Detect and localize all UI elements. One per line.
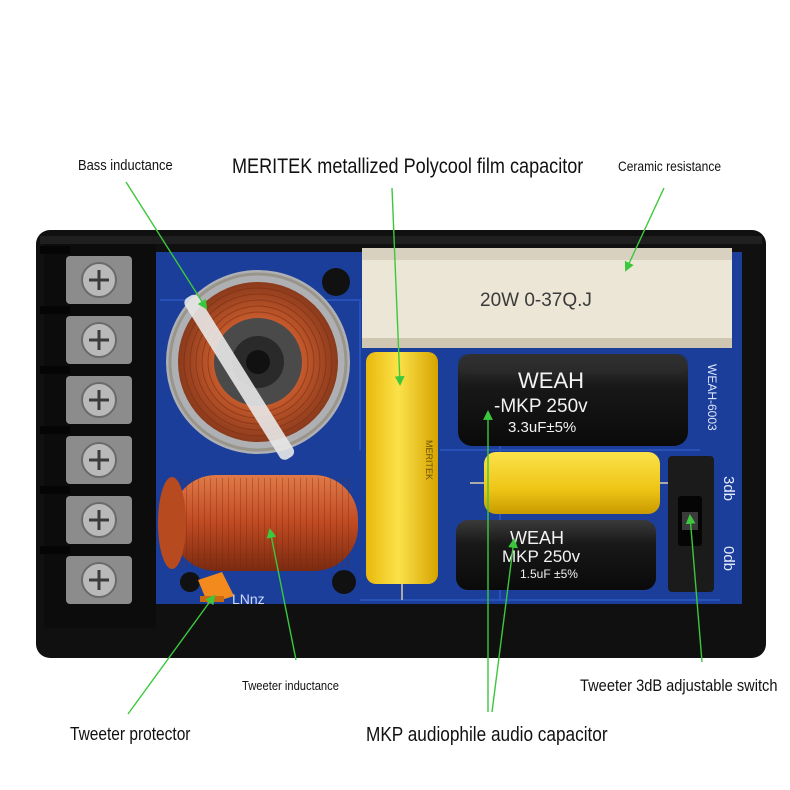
callout-mkp-capacitor: MKP audiophile audio capacitor (366, 724, 608, 746)
ceramic-resistor: 20W 0-37Q.J (362, 248, 732, 348)
screw-terminal (40, 246, 132, 304)
meritek-capacitor-label: MERITEK (424, 440, 434, 480)
arrow-meritek (391, 187, 405, 386)
mkp-capacitor-bottom: WEAH MKP 250v 1.5uF ±5% (456, 520, 656, 590)
cap-top-brand: WEAH (518, 368, 584, 393)
callout-ceramic-resistance: Ceramic resistance (618, 158, 722, 174)
bass-inductor (166, 270, 350, 460)
cap-top-value: 3.3uF±5% (508, 419, 576, 436)
cap-bottom-type: MKP 250v (502, 547, 581, 566)
switch-label-0db: 0db (720, 546, 737, 571)
callout-meritek-capacitor: MERITEK metallized Polycool film capacit… (232, 155, 584, 178)
callout-tweeter-switch: Tweeter 3dB adjustable switch (580, 676, 778, 695)
screw-terminal (40, 486, 132, 544)
screw-terminal (40, 366, 132, 424)
cap-bottom-value: 1.5uF ±5% (520, 567, 578, 581)
screw-terminal (40, 426, 132, 484)
arrow-tweeter-inductance (266, 528, 297, 661)
arrow-bass-inductance (125, 181, 208, 310)
switch-label-3db: 3db (720, 476, 737, 501)
screw-terminal (40, 546, 132, 604)
callout-tweeter-protector: Tweeter protector (70, 724, 191, 744)
callout-bass-inductance: Bass inductance (78, 157, 173, 174)
cap-top-type: -MKP 250v (494, 396, 588, 417)
arrow-mkp-right (491, 538, 518, 713)
cap-bottom-brand: WEAH (510, 528, 564, 548)
yellow-capacitor-horizontal (470, 452, 672, 514)
resistor-value-label: 20W 0-37Q.J (480, 290, 592, 311)
screw-terminal (40, 306, 132, 364)
callout-tweeter-inductance: Tweeter inductance (242, 678, 339, 693)
arrow-ceramic (624, 187, 665, 272)
arrow-tweeter-protector (127, 594, 216, 715)
board-silk-label: LNnz (232, 591, 265, 607)
arrow-tweeter-switch (685, 514, 703, 663)
mkp-capacitor-top: WEAH -MKP 250v 3.3uF±5% (458, 354, 688, 446)
meritek-capacitor: MERITEK (366, 352, 438, 600)
tweeter-inductor (158, 475, 358, 571)
board-model-label: WEAH-6003 (705, 364, 719, 431)
